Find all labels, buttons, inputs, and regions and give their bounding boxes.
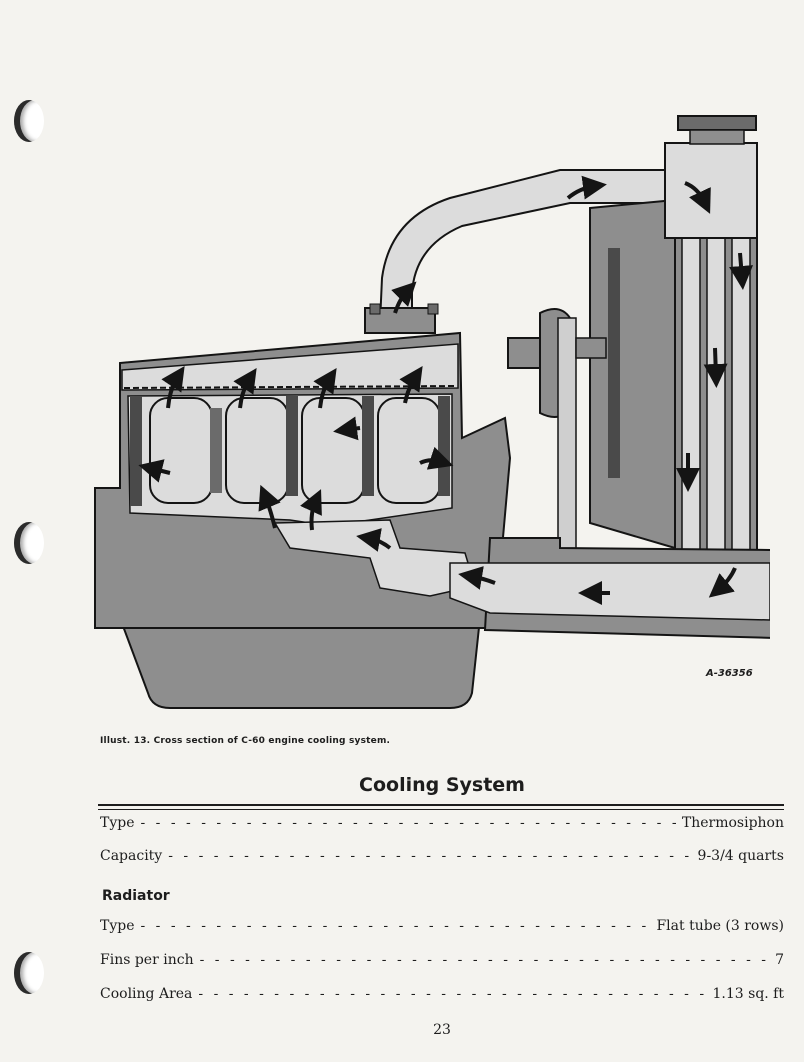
spec-row-radiator-type: Type Flat tube (3 rows) bbox=[100, 918, 784, 940]
flow-arrow bbox=[258, 484, 281, 529]
figure-id: A-36356 bbox=[706, 668, 753, 679]
fan-shaft bbox=[575, 337, 607, 359]
bolt bbox=[369, 303, 381, 315]
fan-shroud bbox=[589, 198, 676, 550]
radiator-cap bbox=[677, 115, 757, 131]
radiator-tube bbox=[731, 235, 751, 557]
leader-dots bbox=[194, 952, 775, 968]
spec-label: Capacity bbox=[100, 848, 163, 864]
flow-arrow bbox=[703, 347, 728, 388]
radiator-tube bbox=[681, 235, 701, 557]
spec-value: 7 bbox=[775, 952, 784, 968]
spec-row-capacity: Capacity 9-3/4 quarts bbox=[100, 848, 784, 870]
flow-arrow bbox=[233, 368, 257, 409]
flow-arrow bbox=[458, 566, 496, 590]
cylinder-wall bbox=[362, 396, 374, 496]
flow-arrow bbox=[684, 181, 711, 214]
section-title: Cooling System bbox=[359, 774, 525, 796]
spec-value: Flat tube (3 rows) bbox=[656, 918, 784, 934]
fan-blade bbox=[608, 248, 620, 478]
cylinder bbox=[225, 397, 289, 504]
spec-label: Cooling Area bbox=[100, 986, 193, 1002]
leader-dots bbox=[135, 918, 657, 934]
binder-hole bbox=[14, 100, 44, 142]
cooling-system-illustration bbox=[94, 115, 770, 709]
flow-arrow bbox=[399, 366, 423, 404]
cylinder-wall bbox=[286, 396, 298, 496]
flow-arrow bbox=[708, 567, 737, 598]
leader-dots bbox=[192, 986, 712, 1002]
filler-neck bbox=[689, 129, 745, 145]
flow-arrow bbox=[566, 175, 607, 200]
flow-arrow bbox=[729, 252, 754, 290]
spec-label: Type bbox=[100, 918, 135, 934]
spec-row-fins: Fins per inch 7 bbox=[100, 952, 784, 974]
spec-label: Fins per inch bbox=[100, 952, 194, 968]
head-water-jacket bbox=[121, 343, 459, 391]
leader-dots bbox=[135, 815, 682, 831]
fan-belt bbox=[557, 317, 577, 559]
cylinder-wall bbox=[210, 408, 222, 493]
radiator-heading: Radiator bbox=[102, 888, 170, 904]
cylinder-wall bbox=[438, 396, 450, 496]
flow-arrows bbox=[138, 175, 754, 605]
flow-arrow bbox=[356, 528, 392, 552]
binder-hole bbox=[14, 522, 44, 564]
radiator-tube bbox=[706, 235, 726, 557]
spec-value: Thermosiphon bbox=[681, 815, 784, 831]
cylinder bbox=[377, 397, 441, 504]
cylinder-wall bbox=[130, 396, 142, 506]
flow-arrow bbox=[313, 368, 337, 409]
binder-hole bbox=[14, 952, 44, 994]
spec-value: 1.13 sq. ft bbox=[712, 986, 784, 1002]
title-rule bbox=[98, 809, 784, 810]
flow-arrow bbox=[161, 366, 185, 409]
flow-arrow bbox=[138, 459, 171, 483]
oil-pan bbox=[118, 617, 482, 709]
radiator-top-tank bbox=[664, 142, 758, 239]
spec-label: Type bbox=[100, 815, 135, 831]
flow-arrow bbox=[300, 489, 322, 531]
spec-value: 9-3/4 quarts bbox=[697, 848, 784, 864]
spec-row-cooling-area: Cooling Area 1.13 sq. ft bbox=[100, 986, 784, 1008]
flow-arrow bbox=[419, 446, 454, 470]
title-rule bbox=[98, 804, 784, 806]
page-number: 23 bbox=[433, 1022, 451, 1038]
leader-dots bbox=[162, 848, 697, 864]
bolt bbox=[427, 303, 439, 315]
figure-caption: Illust. 13. Cross section of C-60 engine… bbox=[100, 736, 391, 746]
flow-arrow bbox=[391, 281, 417, 314]
spec-row-type: Type Thermosiphon bbox=[100, 815, 784, 837]
cylinder bbox=[149, 397, 213, 504]
fan-hub bbox=[507, 337, 541, 369]
flow-arrow bbox=[333, 416, 361, 441]
cylinder bbox=[301, 397, 365, 504]
